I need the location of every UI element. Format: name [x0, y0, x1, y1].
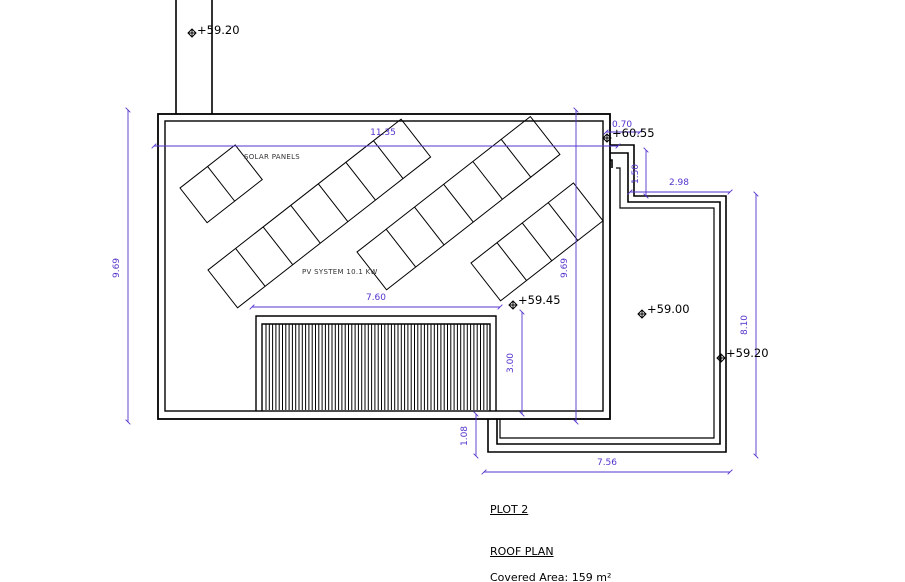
terrace: [487, 144, 727, 453]
covered-area: Covered Area: 159 m²: [490, 571, 612, 582]
dim-offset-top: 0.70: [612, 120, 632, 130]
chimney: [175, 0, 213, 114]
level-roof-mid: +59.45: [518, 293, 561, 307]
level-terrace: +59.00: [647, 302, 690, 316]
dim-roof-height-left: 9.69: [112, 258, 122, 278]
dim-shed-height: 3.00: [506, 353, 516, 373]
dim-terrace-top: 2.98: [669, 178, 689, 188]
level-marker-roof-mid: +59.45: [508, 293, 561, 310]
level-marker-terrace: +59.00: [637, 302, 690, 319]
level-marker-terrace-edge: +59.20: [716, 346, 769, 363]
plan-title: ROOF PLAN: [490, 545, 554, 558]
dim-step-bottom: 1.08: [460, 426, 470, 446]
level-terrace-edge: +59.20: [726, 346, 769, 360]
roof-outline: [157, 113, 611, 420]
shed-ribs: [265, 324, 488, 410]
dim-roof-width: 11.35: [370, 128, 396, 138]
plot-label: PLOT 2: [490, 503, 529, 516]
dim-roof-height-right: 9.69: [560, 258, 570, 278]
level-roof-top: +60.55: [612, 126, 655, 140]
dim-shed-width: 7.60: [366, 293, 386, 303]
dim-terrace-bottom: 7.56: [597, 458, 617, 468]
dim-step-small: 1.50: [631, 164, 641, 184]
level-chimney: +59.20: [197, 23, 240, 37]
level-marker-chimney: +59.20: [187, 23, 240, 38]
dimension-lines: [128, 110, 756, 472]
solar-panel-group-4: [470, 182, 604, 302]
pv-system-label: PV SYSTEM 10.1 KW: [302, 268, 378, 276]
solar-panel-group-2: [207, 118, 432, 309]
dim-terrace-height: 8.10: [740, 315, 750, 335]
level-marker-roof-top: +60.55: [602, 126, 655, 143]
solar-panels-label: SOLAR PANELS: [244, 153, 300, 161]
solar-panel-group-3: [356, 115, 561, 291]
shed: [255, 315, 497, 411]
solar-panel-group-1: [179, 144, 263, 224]
